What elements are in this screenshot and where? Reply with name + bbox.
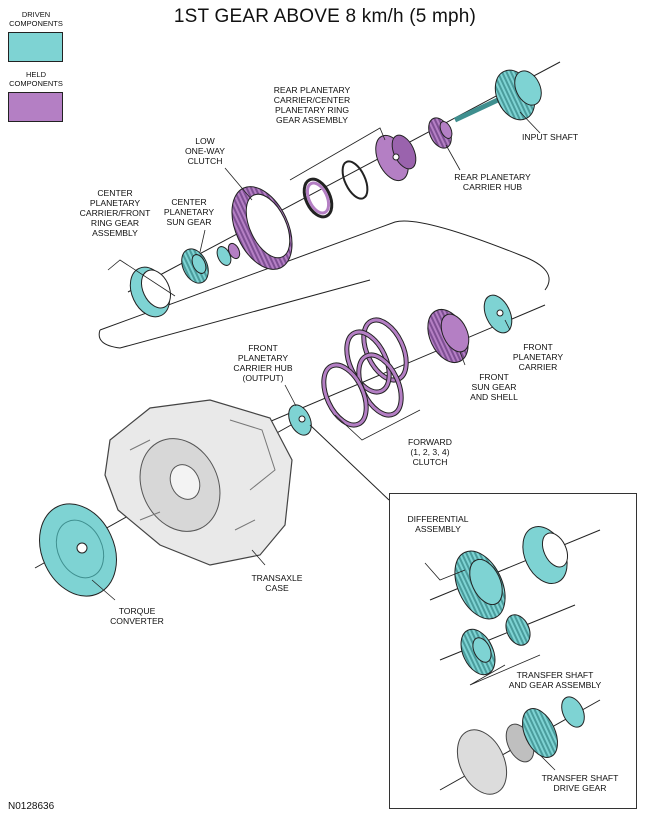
label-transaxle-case: TRANSAXLE CASE — [251, 573, 303, 593]
input-shaft — [453, 69, 542, 123]
legend-held-swatch — [8, 92, 63, 122]
label-forward-clutch: FORWARD (1, 2, 3, 4) CLUTCH — [408, 437, 452, 467]
front-planetary-carrier-hub — [288, 404, 312, 436]
label-center-planetary-carrier: CENTER PLANETARY CARRIER/FRONT RING GEAR… — [79, 188, 151, 238]
legend-driven-label: DRIVEN COMPONENTS — [9, 10, 63, 28]
rear-planetary-carrier — [375, 134, 417, 182]
transaxle-case — [104, 399, 293, 566]
label-front-planetary-carrier-hub: FRONT PLANETARY CARRIER HUB (OUTPUT) — [233, 343, 293, 383]
differential-assembly — [454, 526, 569, 620]
forward-clutch-plates — [321, 317, 409, 428]
legend-held-label: HELD COMPONENTS — [9, 70, 63, 88]
front-planetary-carrier — [483, 294, 513, 334]
center-planetary-sun-gear — [181, 248, 209, 284]
label-input-shaft: INPUT SHAFT — [522, 132, 579, 142]
torque-converter — [39, 503, 117, 597]
label-torque-converter: TORQUE CONVERTER — [110, 606, 164, 626]
transfer-shaft-gear-assembly — [460, 614, 531, 676]
label-front-sun-gear-shell: FRONT SUN GEAR AND SHELL — [470, 372, 518, 402]
label-transfer-shaft-drive-gear: TRANSFER SHAFT DRIVE GEAR — [541, 773, 619, 793]
front-sun-gear-shell — [427, 309, 470, 363]
legend-driven-swatch — [8, 32, 63, 62]
label-rear-planetary-carrier-hub: REAR PLANETARY CARRIER HUB — [454, 172, 531, 192]
label-front-planetary-carrier: FRONT PLANETARY CARRIER — [512, 342, 564, 372]
label-center-planetary-sun-gear: CENTER PLANETARY SUN GEAR — [163, 197, 215, 227]
label-differential-assembly: DIFFERENTIAL ASSEMBLY — [407, 514, 469, 534]
inset-box — [389, 493, 637, 809]
low-one-way-clutch — [231, 186, 293, 270]
rear-planetary-carrier-hub — [428, 117, 453, 149]
diagram-title: 1ST GEAR ABOVE 8 km/h (5 mph) — [173, 6, 477, 27]
figure-id: N0128636 — [8, 801, 55, 812]
label-low-one-way-clutch: LOW ONE-WAY CLUTCH — [184, 136, 226, 166]
transfer-shaft-drive-gear — [456, 696, 585, 795]
label-transfer-shaft-gear-assembly: TRANSFER SHAFT AND GEAR ASSEMBLY — [508, 670, 602, 690]
center-planetary-carrier — [129, 266, 172, 318]
label-rear-planetary-carrier: REAR PLANETARY CARRIER/CENTER PLANETARY … — [273, 85, 351, 125]
